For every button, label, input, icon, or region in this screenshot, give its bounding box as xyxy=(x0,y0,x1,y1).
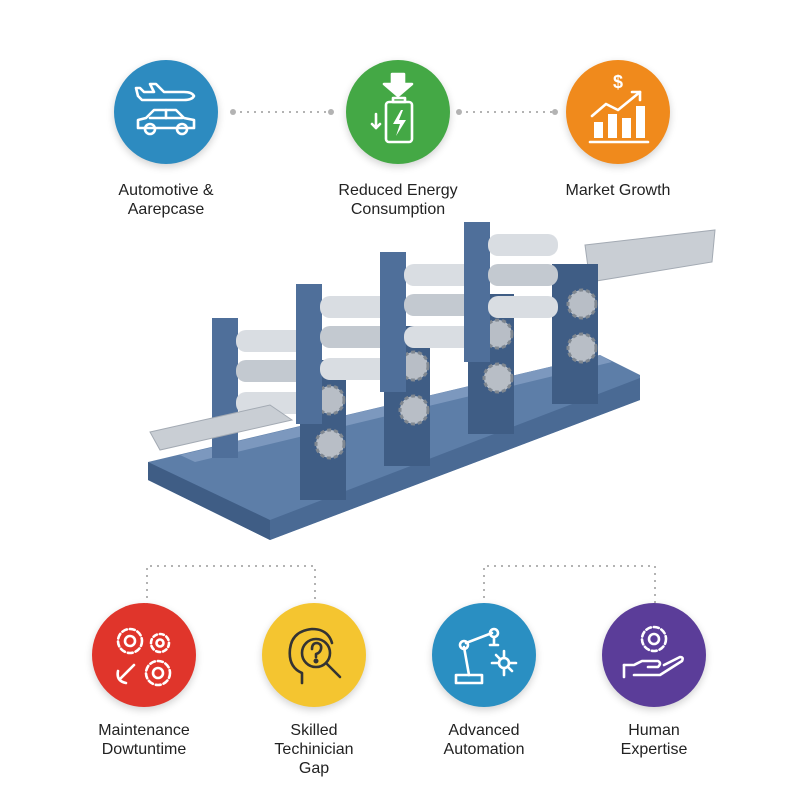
automotive-aerospace-badge xyxy=(114,60,218,164)
battery-arrow-icon xyxy=(370,72,414,144)
robot-arm-icon xyxy=(454,627,518,685)
svg-text:$: $ xyxy=(613,72,623,92)
gears-wrench-icon xyxy=(116,627,172,687)
human-expertise-badge xyxy=(602,603,706,707)
market-growth-label: Market Growth xyxy=(565,182,671,199)
airplane-car-icon xyxy=(134,82,196,136)
market-growth-badge: $ xyxy=(566,60,670,164)
automotive-aerospace-label: Automotive & Aarepcase xyxy=(118,182,214,218)
skilled-gap-badge xyxy=(262,603,366,707)
energy-badge xyxy=(346,60,450,164)
roll-stand xyxy=(380,252,514,434)
energy-label: Reduced Energy Consumption xyxy=(338,182,458,218)
skilled-gap-label: Skilled Techinician Gap xyxy=(274,722,354,777)
human-expertise-label: Human Expertise xyxy=(620,722,688,758)
automation-badge xyxy=(432,603,536,707)
maintenance-badge xyxy=(92,603,196,707)
growth-chart-icon: $ xyxy=(588,72,650,144)
roll-stand xyxy=(464,222,598,404)
automation-label: Advanced Automation xyxy=(443,722,525,758)
maintenance-label: Maintenance Dowtuntime xyxy=(98,722,190,758)
hand-gear-icon xyxy=(622,625,684,679)
head-question-icon xyxy=(288,627,342,685)
